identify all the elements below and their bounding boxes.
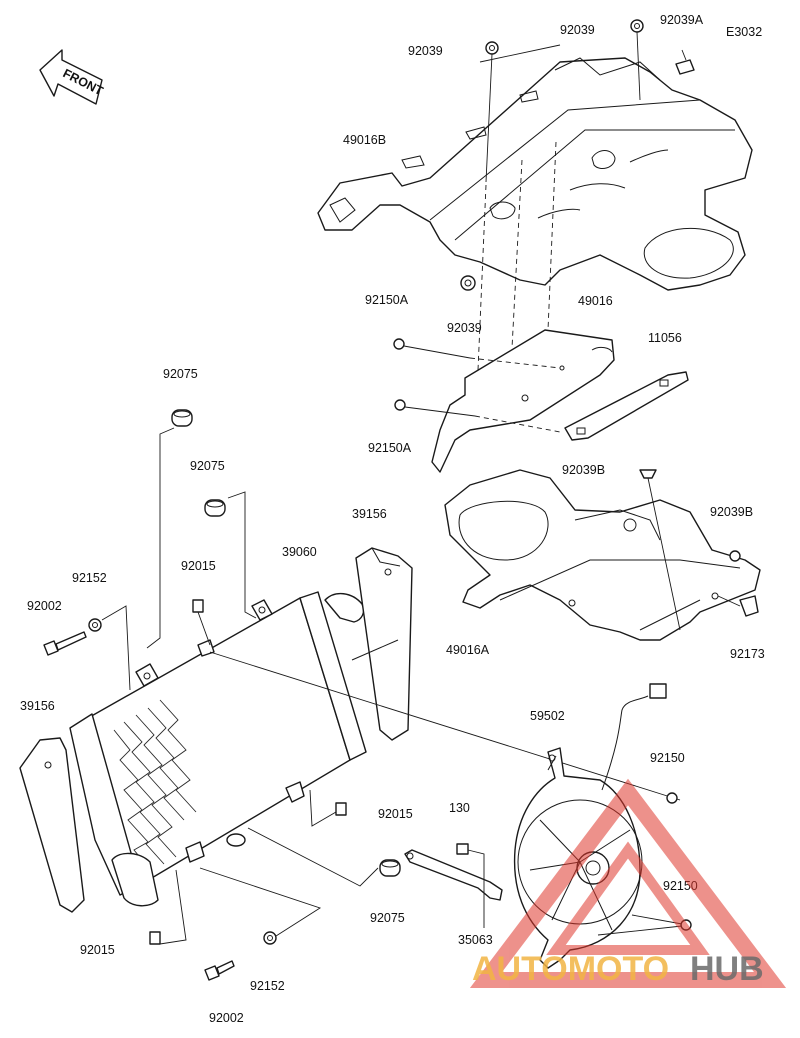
watermark-triangle-icon <box>469 778 787 988</box>
clip-92039-top-right <box>630 19 644 101</box>
label-92152-bottom: 92152 <box>250 979 285 993</box>
label-92152-top: 92152 <box>72 571 107 585</box>
label-39060: 39060 <box>282 545 317 559</box>
grommet-92075-bottom <box>247 827 401 887</box>
bolt-92150a-upper <box>393 338 561 369</box>
radiator-39060 <box>69 591 367 907</box>
bracket-11056 <box>564 371 689 441</box>
label-11056: 11056 <box>648 331 682 345</box>
label-49016: 49016 <box>578 294 613 308</box>
collar-92152-bottom <box>199 867 322 945</box>
label-92039a: 92039A <box>660 13 704 27</box>
label-92039-c: 92039 <box>447 321 482 335</box>
lower-cover-49016a <box>444 469 761 641</box>
watermark-text-automoto: AUTOMOTO <box>472 950 669 988</box>
label-92039b-top: 92039B <box>562 463 605 477</box>
part-labels: 92039 92039 92039A 49016B 92150A 92039 4… <box>20 13 765 1025</box>
label-49016b: 49016B <box>343 133 386 147</box>
label-92002-bottom: 92002 <box>209 1011 244 1025</box>
label-59502: 59502 <box>530 709 565 723</box>
grommet-92075-mid <box>204 491 257 619</box>
label-92173: 92173 <box>730 647 765 661</box>
watermark-text-hub: HUB <box>690 950 764 988</box>
bolt-92039a <box>675 49 695 75</box>
label-39156-right: 39156 <box>352 507 387 521</box>
bolt-92002-top <box>43 631 87 656</box>
bolt-92150a-lower <box>394 399 561 433</box>
label-92075-bottom: 92075 <box>370 911 405 925</box>
upper-cover-49016b <box>317 57 753 291</box>
side-cover-39156-left <box>19 737 85 913</box>
label-49016a: 49016A <box>446 643 490 657</box>
clip-92039b-right <box>729 550 741 562</box>
collar-92152-top <box>88 605 131 691</box>
clip-92015-bottom <box>149 869 187 945</box>
label-92015-top: 92015 <box>181 559 216 573</box>
clip-92173 <box>717 595 759 617</box>
bolt-92002-bottom <box>204 960 235 981</box>
clip-92039-top-left <box>485 41 499 183</box>
shroud-plate-49016 <box>431 329 615 473</box>
side-cover-39156-right <box>351 547 413 741</box>
grommet-92075-top <box>146 409 193 649</box>
label-92015-bottom: 92015 <box>80 943 115 957</box>
label-92039-b: 92039 <box>560 23 595 37</box>
label-92075-mid: 92075 <box>190 459 225 473</box>
clip-92015-top <box>192 599 681 801</box>
label-92150-upper: 92150 <box>650 751 685 765</box>
clip-92015-right <box>309 789 347 827</box>
bracket-35063 <box>404 849 503 901</box>
front-arrow-icon: FRONT <box>39 49 106 105</box>
label-92039-a: 92039 <box>408 44 443 58</box>
screw-130 <box>456 843 485 928</box>
bolt-92150-upper <box>666 792 678 804</box>
label-35063: 35063 <box>458 933 493 947</box>
label-92075-top: 92075 <box>163 367 198 381</box>
clip-92039-mid <box>460 275 476 291</box>
label-130: 130 <box>449 801 470 815</box>
watermark-logo <box>469 778 787 988</box>
label-92015-right: 92015 <box>378 807 413 821</box>
diagram-code: E3032 <box>726 25 762 39</box>
fan-59502 <box>513 683 667 969</box>
label-92002-top: 92002 <box>27 599 62 613</box>
label-92150a-lower: 92150A <box>368 441 412 455</box>
label-92150a-upper: 92150A <box>365 293 409 307</box>
label-92039b-right: 92039B <box>710 505 753 519</box>
clip-92039b-upper <box>639 469 681 631</box>
label-39156-left: 39156 <box>20 699 55 713</box>
watermark-text: AUTOMOTO HUB <box>472 950 764 988</box>
